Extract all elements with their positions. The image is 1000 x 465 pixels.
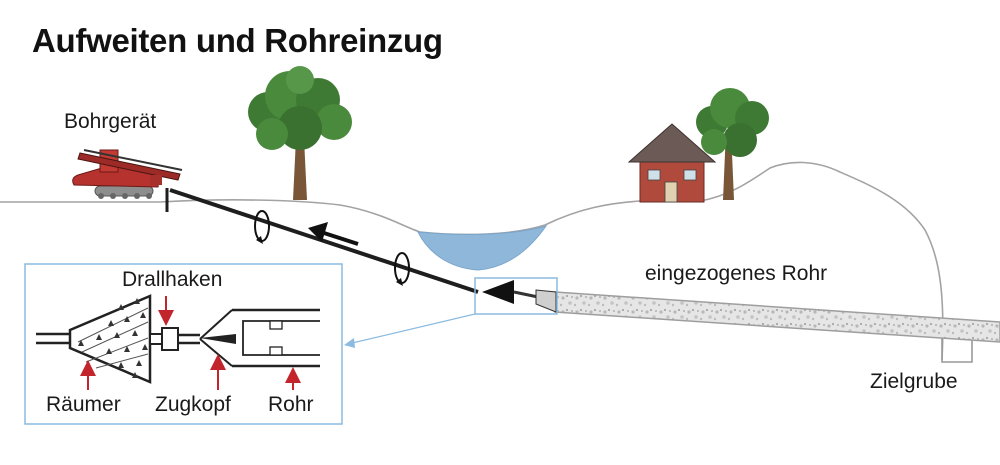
- page-title: Aufweiten und Rohreinzug: [32, 22, 443, 59]
- house: [627, 123, 717, 203]
- pull-direction-arrow-icon: [308, 222, 359, 246]
- reamer-label: Räumer: [46, 393, 121, 416]
- target-pit-label: Zielgrube: [870, 370, 958, 393]
- tree-right: [696, 88, 769, 200]
- drill-rig: [72, 149, 183, 199]
- reamer-assembly: [482, 280, 557, 313]
- swivel-label: Drallhaken: [122, 268, 223, 291]
- drill-rod: [169, 188, 479, 294]
- zoom-callout-box: [474, 277, 558, 315]
- tree-left: [248, 66, 352, 200]
- zoom-callout-arrowhead: [344, 338, 355, 348]
- river: [417, 225, 548, 271]
- pulled-pipe: [554, 291, 1000, 343]
- rotation-icon: [254, 210, 270, 244]
- pulled-pipe-label: eingezogenes Rohr: [645, 262, 828, 285]
- pipe-label: Rohr: [268, 393, 314, 416]
- pulling-head-label: Zugkopf: [155, 393, 231, 416]
- target-pit-wall: [941, 338, 973, 363]
- rotation-icon: [394, 252, 410, 286]
- drill-rig-label: Bohrgerät: [64, 110, 157, 133]
- zoom-callout-line: [347, 313, 476, 345]
- detail-schematic: [36, 294, 320, 384]
- ground-line: [0, 161, 944, 361]
